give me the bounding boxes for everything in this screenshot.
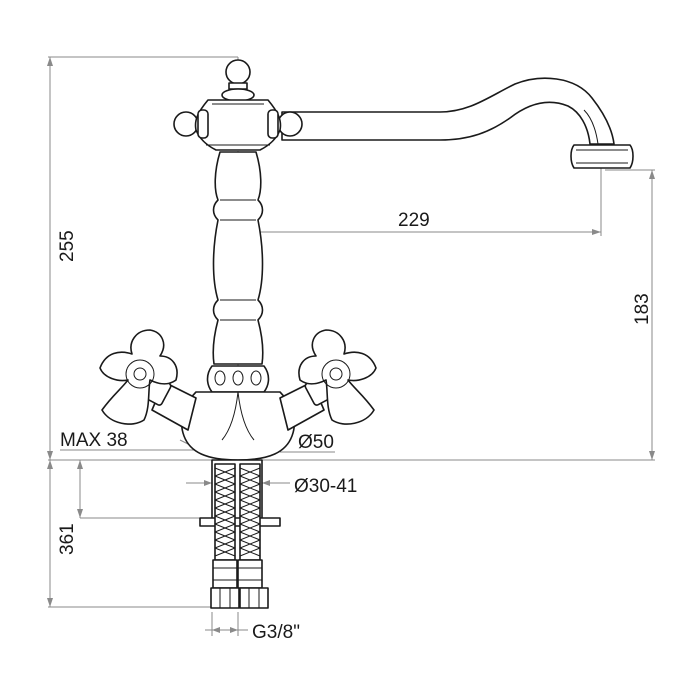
faucet [99,59,634,461]
fixing-assembly [199,459,281,609]
label-hole-diameter: Ø30-41 [294,476,357,497]
left-handle [99,329,178,425]
column [212,151,264,365]
label-max-thickness: MAX 38 [60,430,128,451]
label-spout-height: 183 [632,293,653,325]
dimension-labels: 255 229 183 MAX 38 Ø50 Ø30-41 361 G3/8" [57,210,653,643]
right-handle [298,329,377,425]
dimension-arrows [47,57,655,633]
label-connection: G3/8" [252,622,300,643]
label-hose-length: 361 [57,523,78,555]
label-height-total: 255 [57,230,78,262]
spout [281,77,615,145]
aerator [570,144,634,169]
label-spout-reach: 229 [398,210,430,231]
label-base-diameter: Ø50 [298,432,334,453]
mixer-body [180,391,296,461]
